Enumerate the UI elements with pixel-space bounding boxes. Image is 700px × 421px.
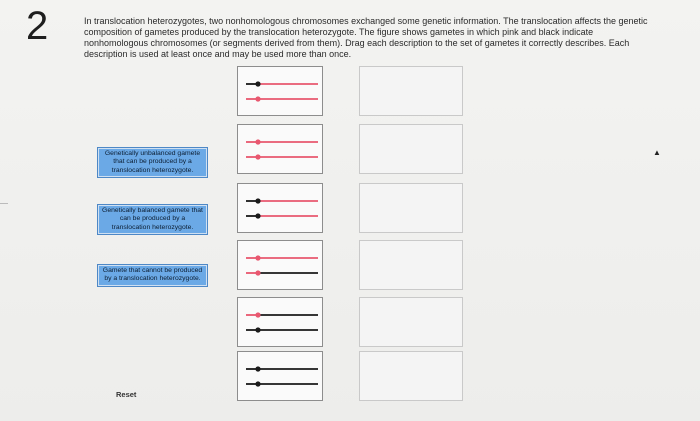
drop-target[interactable] — [359, 240, 463, 290]
centromere — [255, 96, 261, 102]
reset-button[interactable]: Reset — [116, 390, 137, 399]
centromere — [255, 381, 261, 387]
gamete-chromosomes — [246, 81, 318, 102]
gamete-figure — [237, 183, 323, 233]
draggable-impossible-gamete[interactable]: Gamete that cannot be produced by a tran… — [97, 264, 208, 287]
centromere — [255, 198, 261, 204]
centromere — [255, 255, 261, 261]
gamete-chromosomes — [246, 366, 318, 387]
gamete-chromosomes — [246, 312, 318, 333]
centromere — [255, 327, 261, 333]
gamete-figure — [237, 351, 323, 401]
divider — [0, 203, 8, 204]
centromere — [255, 312, 261, 318]
drop-target[interactable] — [359, 183, 463, 233]
gamete-figure — [237, 124, 323, 174]
question-number: 2 — [26, 4, 49, 48]
mouse-pointer-icon: ▲ — [653, 148, 661, 157]
centromere — [255, 81, 261, 87]
gamete-figure — [237, 297, 323, 347]
drop-target[interactable] — [359, 351, 463, 401]
centromere — [255, 154, 261, 160]
draggable-unbalanced-gamete[interactable]: Genetically unbalanced gamete that can b… — [97, 147, 208, 179]
draggable-balanced-gamete[interactable]: Genetically balanced gamete that can be … — [97, 204, 208, 236]
centromere — [255, 139, 261, 145]
centromere — [255, 270, 261, 276]
gamete-chromosomes — [246, 139, 318, 160]
gamete-figure — [237, 240, 323, 290]
drop-target[interactable] — [359, 297, 463, 347]
drop-target[interactable] — [359, 66, 463, 116]
gamete-chromosomes — [246, 198, 318, 219]
gamete-chromosomes — [246, 255, 318, 276]
centromere — [255, 213, 261, 219]
question-prompt: In translocation heterozygotes, two nonh… — [84, 16, 648, 59]
gamete-figure — [237, 66, 323, 116]
drop-target[interactable] — [359, 124, 463, 174]
centromere — [255, 366, 261, 372]
